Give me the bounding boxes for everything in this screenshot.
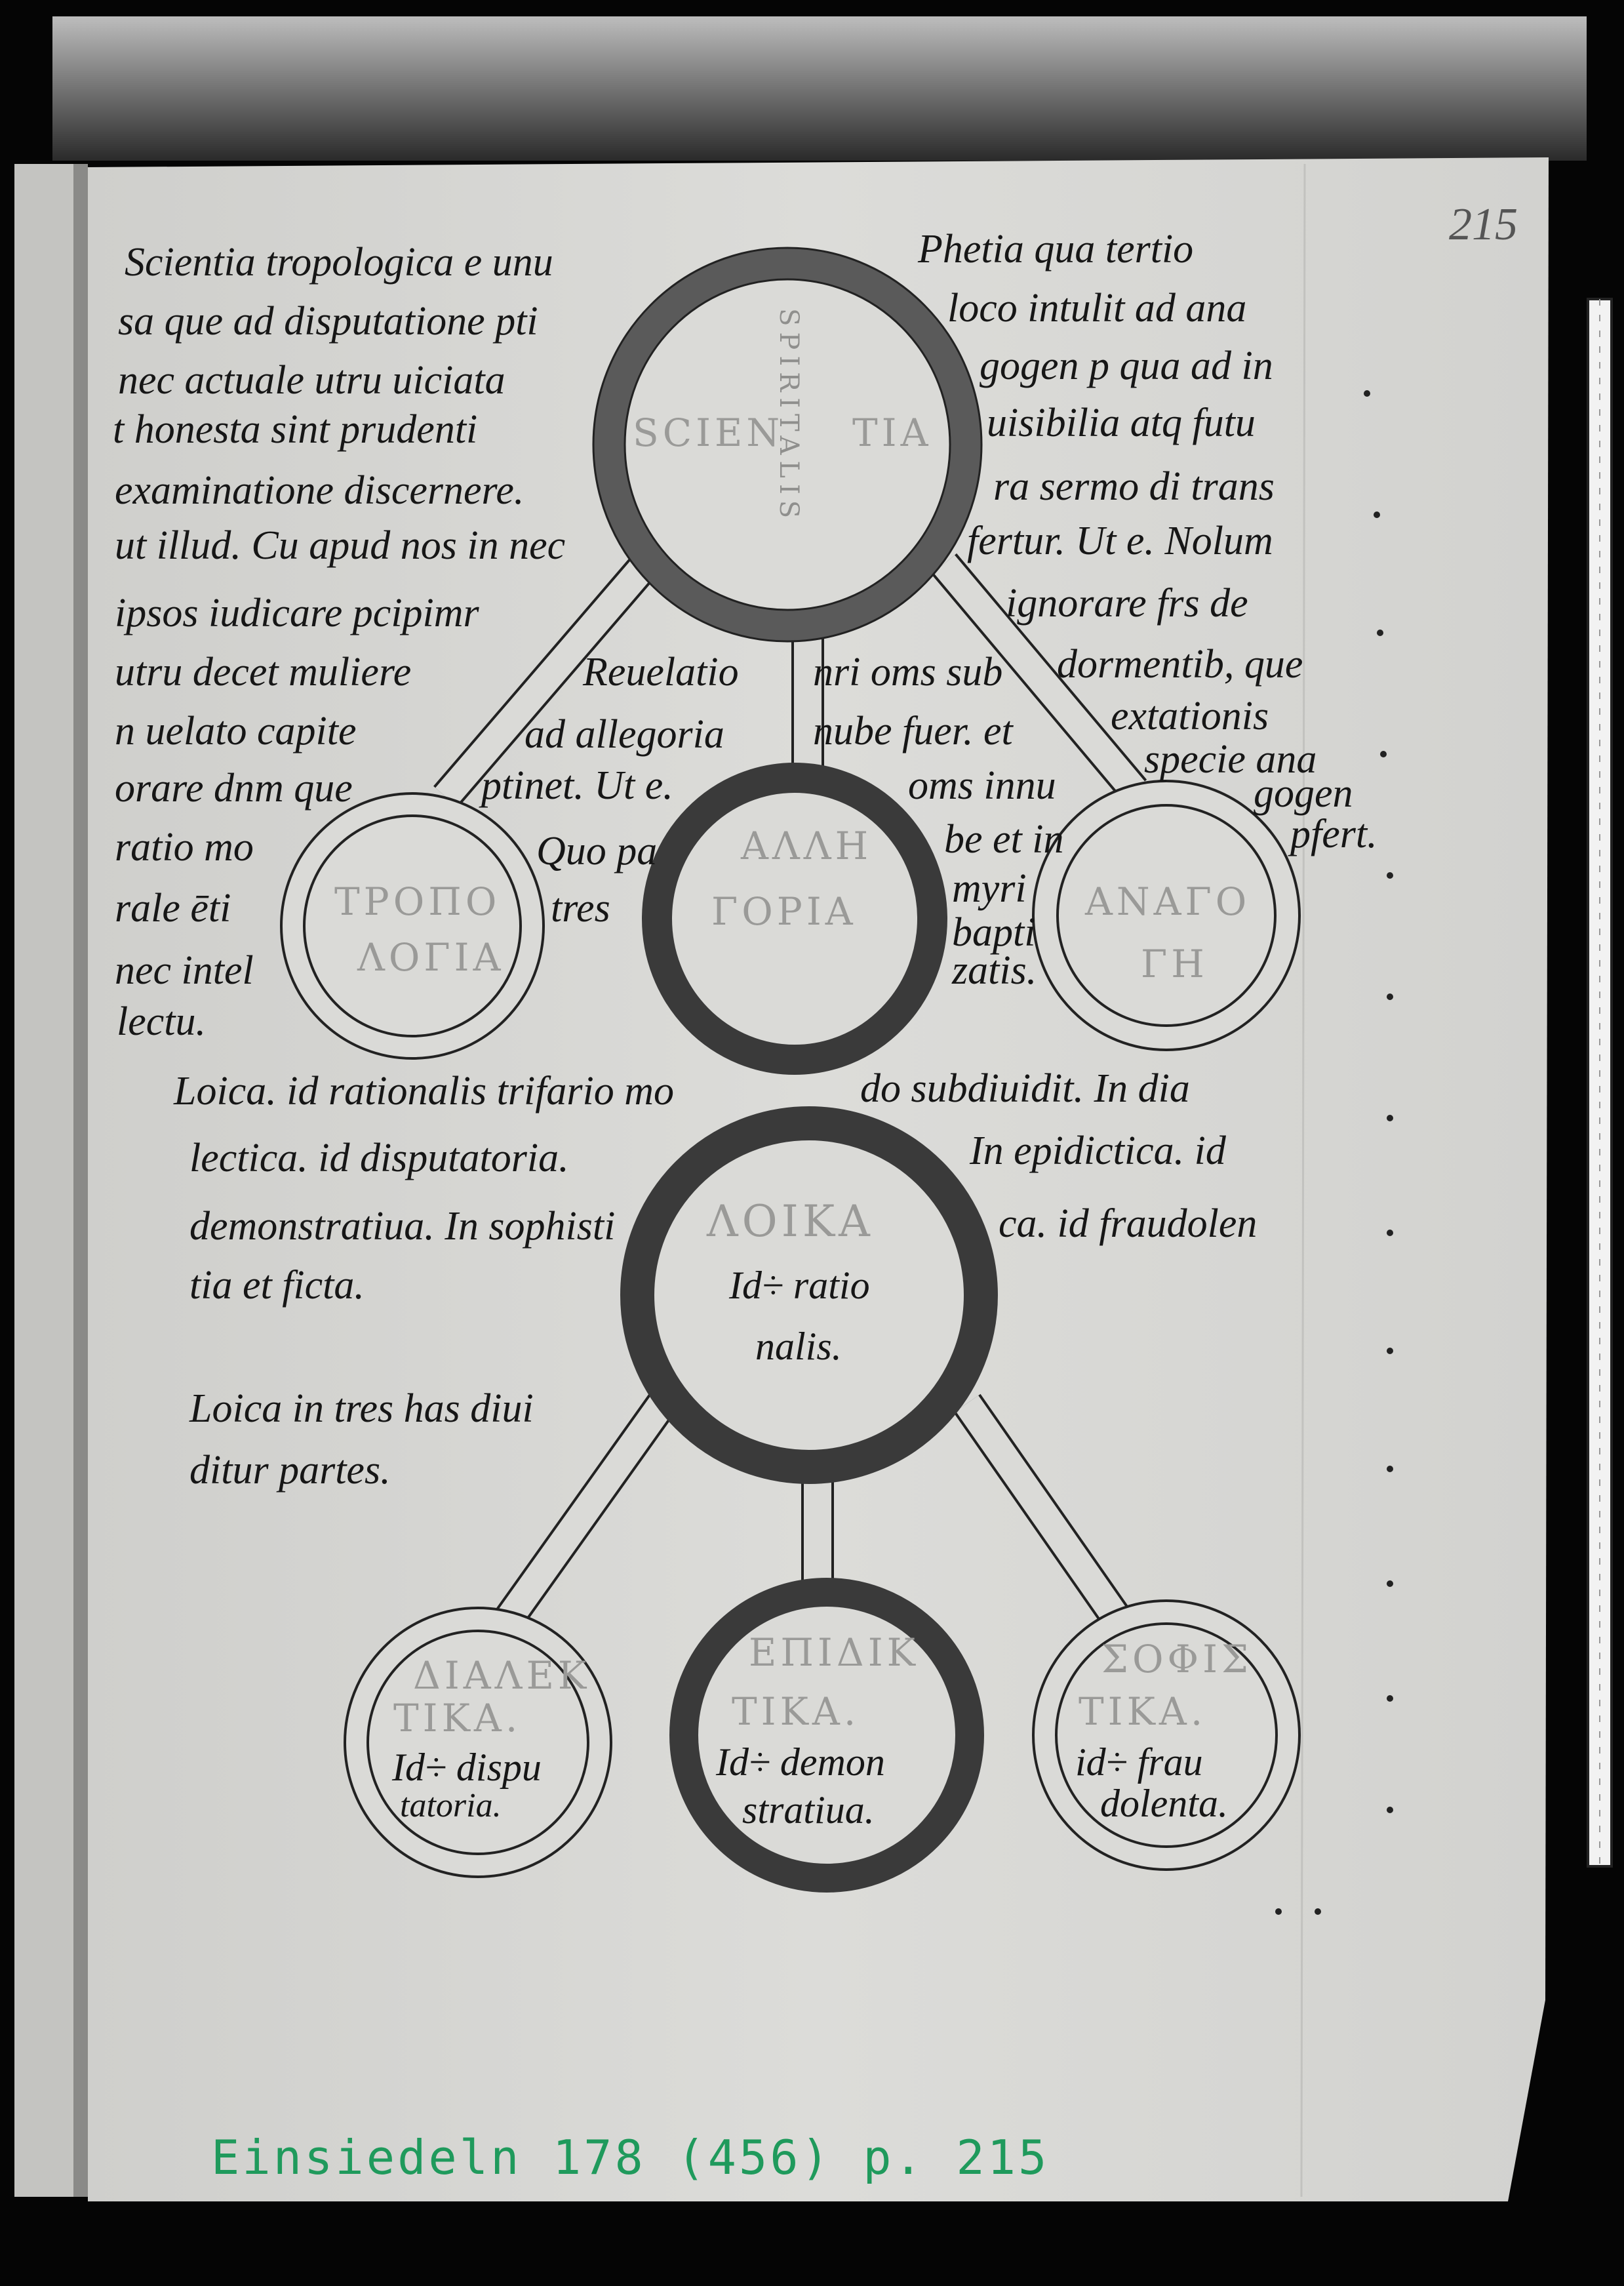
circle-label-dialectica-1: ΔΙΑΛΕΚ (413, 1653, 590, 1698)
text-line: extationis (1111, 694, 1269, 738)
circle-label-tropologia-1: ΤΡΟΠΟ (334, 879, 500, 924)
margin-rule (1300, 163, 1306, 2197)
text-line: dormentib, que (1057, 642, 1303, 687)
text-line: utru decet muliere (115, 650, 411, 694)
circle-gloss-dialectica-1: Id÷ dispu (391, 1746, 542, 1789)
text-line: Reuelatio (582, 650, 739, 694)
upper-center-right-column: nri oms sub nube fuer. et oms innu be et… (813, 650, 1064, 993)
top-shadow (52, 16, 1587, 161)
root-circle-logica (620, 1106, 998, 1484)
upper-left-column: Scientia tropologica e unu sa que ad dis… (113, 240, 565, 1044)
text-line: t honesta sint prudenti (113, 407, 477, 452)
text-line: ignorare frs de (1006, 581, 1248, 626)
circle-label-allegoria-1: ΑΛΛΗ (740, 824, 872, 868)
root-circle-scientia (592, 247, 983, 643)
text-line: In epidictica. id (969, 1129, 1227, 1173)
text-line: specie ana (1144, 737, 1317, 782)
text-line: gogen p qua ad in (980, 344, 1273, 388)
text-line: tres (551, 886, 610, 931)
upper-right-column: Phetia qua tertio loco intulit ad ana go… (917, 227, 1377, 856)
text-line: Loica in tres has diui (189, 1386, 534, 1431)
text-line: ptinet. Ut e. (479, 763, 673, 808)
text-line: Phetia qua tertio (917, 227, 1193, 271)
child-circle-allegoria (642, 763, 947, 1075)
text-line: bapti (952, 910, 1035, 955)
circle-gloss-sophistica-1: id÷ frau (1075, 1740, 1203, 1784)
text-line: pfert. (1288, 812, 1377, 856)
circle-label-anagoge-1: ΑΝΑΓΟ (1084, 879, 1250, 924)
text-line: nube fuer. et (813, 709, 1014, 753)
text-line: fertur. Ut e. Nolum (967, 519, 1273, 563)
text-line: demonstratiua. In sophisti (189, 1204, 615, 1249)
circle-label-spiritalis: SPIRITALIS (774, 308, 804, 524)
text-line: lectu. (117, 999, 206, 1044)
page-fold (73, 164, 88, 2197)
child-circle-anagoge (1032, 780, 1301, 1051)
text-line: tia et ficta. (189, 1263, 365, 1308)
text-line: uisibilia atq futu (987, 401, 1256, 445)
text-line: Quo pa (536, 829, 657, 873)
circle-gloss-dialectica-2: tatoria. (400, 1787, 502, 1824)
text-line: Scientia tropologica e unu (125, 240, 553, 285)
circle-label-tropologia-2: ΛΟΓΙΑ (357, 935, 504, 980)
text-line: zatis. (951, 948, 1037, 993)
archive-label: Einsiedeln 178 (456) p. 215 (211, 2130, 1049, 2185)
child-circle-sophistica (1032, 1599, 1301, 1871)
upper-center-left-column: Reuelatio ad allegoria ptinet. Ut e. Quo… (479, 650, 739, 931)
text-line: examinatione discernere. (115, 468, 524, 513)
lower-text: Loica. id rationalis trifario mo do subd… (173, 1066, 1257, 1493)
text-line: ad allegoria (525, 712, 724, 757)
circle-label-sophistica-2: ΤΙΚΑ. (1079, 1689, 1206, 1734)
child-circle-epidictica (669, 1578, 984, 1893)
text-line: be et in (944, 817, 1064, 862)
text-line: sa que ad disputatione pti (118, 299, 538, 344)
text-line: ratio mo (115, 825, 254, 870)
text-line: orare dnm que (115, 766, 353, 811)
text-line: n uelato capite (115, 709, 356, 753)
text-line: oms innu (908, 763, 1056, 808)
text-line: Loica. id rationalis trifario mo (173, 1069, 674, 1113)
text-line: ra sermo di trans (993, 464, 1275, 509)
text-line: lectica. id disputatoria. (189, 1136, 569, 1180)
text-line: ut illud. Cu apud nos in nec (115, 523, 565, 568)
lower-connectors (494, 1394, 1132, 1630)
circle-label-dialectica-2: ΤΙΚΑ. (393, 1696, 521, 1740)
circle-label-scientia-left: SCIEN (633, 411, 783, 455)
folio-number: 215 (1449, 199, 1518, 250)
upper-connectors (433, 553, 1147, 808)
text-line: myri (952, 866, 1027, 911)
circle-gloss-epidictica-2: stratiua. (742, 1788, 875, 1832)
circle-label-allegoria-2: ΓΟΡΙΑ (711, 889, 857, 934)
circle-label-scientia-right: TIA (852, 411, 932, 455)
circle-gloss-logica-1: Id÷ ratio (728, 1264, 870, 1307)
text-line: ditur partes. (189, 1448, 391, 1493)
scale-bar (1587, 298, 1613, 1868)
circle-gloss-sophistica-2: dolenta. (1100, 1782, 1228, 1825)
circle-label-epidictica-1: ΕΠΙΔΙΚ (749, 1630, 919, 1675)
text-line: gogen (1254, 771, 1353, 816)
text-line: nec actuale utru uiciata (118, 358, 505, 403)
text-line: rale ēti (115, 886, 231, 931)
child-circle-dialectica (344, 1607, 612, 1878)
pricking-marks (1275, 390, 1393, 1915)
circle-label-logica: ΛΟΙΚΑ (706, 1196, 874, 1247)
text-line: ca. id fraudolen (999, 1201, 1257, 1246)
circle-label-anagoge-2: ΓΗ (1141, 942, 1208, 986)
text-line: ipsos iudicare pcipimr (115, 591, 480, 635)
circle-label-epidictica-2: ΤΙΚΑ. (732, 1689, 860, 1734)
text-line: nri oms sub (813, 650, 1002, 694)
text-line: do subdiuidit. In dia (860, 1066, 1190, 1111)
circle-label-sophistica-1: ΣΟΦΙΣ (1101, 1637, 1252, 1681)
circle-gloss-logica-2: nalis. (755, 1325, 842, 1368)
circle-gloss-epidictica-1: Id÷ demon (715, 1740, 885, 1784)
child-circle-tropologia (280, 792, 545, 1060)
text-line: loco intulit ad ana (947, 286, 1246, 331)
text-line: nec intel (115, 948, 254, 993)
